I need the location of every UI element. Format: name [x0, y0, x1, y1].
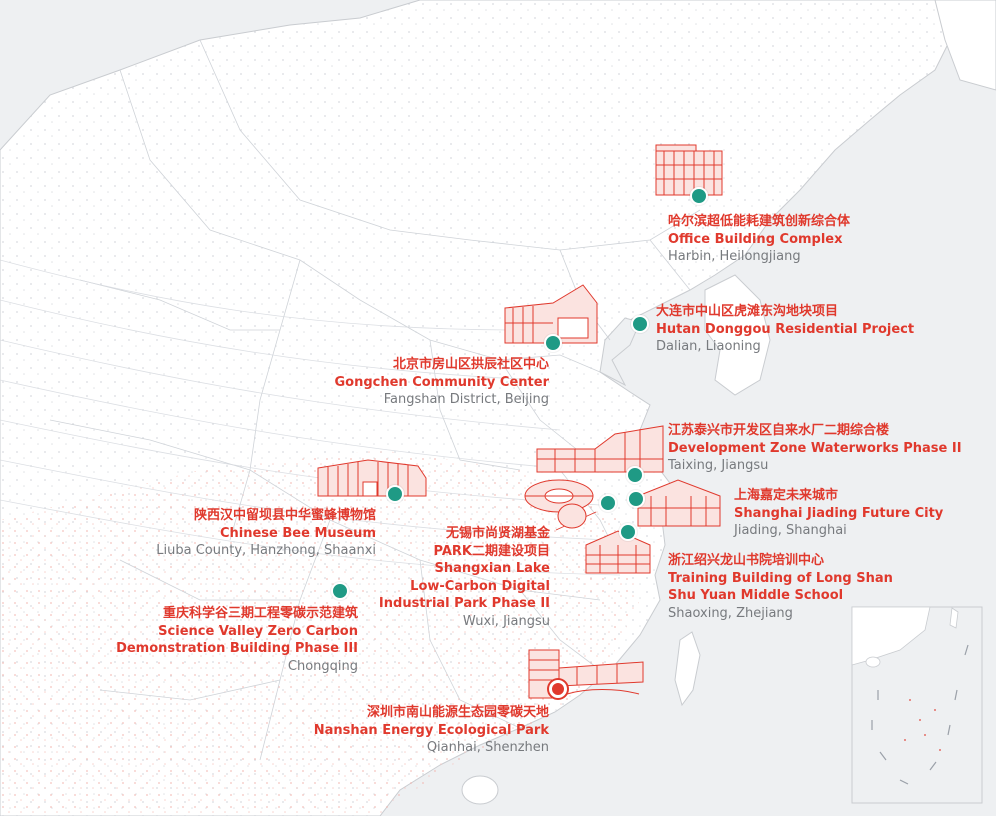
label-shaoxing: 浙江绍兴龙山书院培训中心 Training Building of Long S…	[668, 552, 893, 622]
marker-shenzhen[interactable]	[549, 680, 567, 698]
province-borders	[49, 39, 701, 761]
project-name-en: Shanghai Jiading Future City	[734, 505, 944, 521]
marker-beijing[interactable]	[544, 334, 562, 352]
project-name-cn: 重庆科学谷三期工程零碳示范建筑	[162, 606, 358, 621]
hainan-island	[461, 775, 499, 805]
beijing-building-illustration	[504, 284, 598, 344]
bee-museum-building-illustration	[317, 459, 427, 497]
inset-taiwan	[949, 607, 959, 629]
shaoxing-building-illustration	[585, 530, 651, 574]
project-location: Harbin, Heilongjiang	[668, 249, 801, 264]
east-land	[934, 0, 996, 91]
shenzhen-building-illustration	[528, 649, 644, 699]
project-name-en: Development Zone Waterworks Phase II	[668, 440, 962, 456]
project-name-cn-line2: PARK二期建设项目	[433, 543, 550, 559]
project-name-cn: 深圳市南山能源生态园零碳天地	[366, 705, 549, 720]
label-chongqing: 重庆科学谷三期工程零碳示范建筑 Science Valley Zero Carb…	[116, 605, 358, 675]
project-name-en-line2: Low-Carbon Digital	[410, 578, 550, 594]
project-name-cn: 无锡市尚贤湖基金	[445, 526, 550, 541]
project-name-en: Shangxian Lake	[434, 561, 550, 576]
inset-island	[865, 656, 881, 668]
project-name-cn: 北京市房山区拱辰社区中心	[392, 357, 549, 372]
marker-shanghai[interactable]	[627, 490, 645, 508]
project-location: Qianhai, Shenzhen	[426, 740, 549, 755]
label-beijing: 北京市房山区拱辰社区中心 Gongchen Community Center F…	[334, 356, 549, 409]
inset-islands	[904, 699, 941, 751]
label-shenzhen: 深圳市南山能源生态园零碳天地 Nanshan Energy Ecological…	[314, 704, 549, 757]
project-name-cn: 哈尔滨超低能耗建筑创新综合体	[668, 214, 851, 229]
label-harbin: 哈尔滨超低能耗建筑创新综合体 Office Building Complex H…	[668, 213, 850, 266]
project-location: Dalian, Liaoning	[656, 339, 761, 354]
marker-bee-museum[interactable]	[386, 485, 404, 503]
project-location: Jiading, Shanghai	[734, 523, 847, 538]
wind-lines	[0, 259, 621, 576]
shanghai-building-illustration	[637, 479, 721, 527]
project-name-cn: 上海嘉定未来城市	[734, 488, 839, 503]
project-name-en-line3: Industrial Park Phase II	[378, 596, 550, 611]
marker-wuxi[interactable]	[599, 494, 617, 512]
south-china-sea-inset	[851, 606, 983, 804]
project-name-cn: 江苏泰兴市开发区自来水厂二期综合楼	[668, 423, 890, 438]
marker-taixing[interactable]	[626, 466, 644, 484]
label-bee-museum: 陕西汉中留坝县中华蜜蜂博物馆 Chinese Bee Museum Liuba …	[156, 507, 376, 560]
marker-harbin[interactable]	[690, 187, 708, 205]
project-name-en: Chinese Bee Museum	[219, 525, 376, 541]
label-shanghai: 上海嘉定未来城市 Shanghai Jiading Future City Ji…	[734, 487, 943, 540]
project-name-en-line2: Demonstration Building Phase III	[116, 641, 358, 656]
taiwan-island	[674, 631, 701, 707]
project-name-en: Gongchen Community Center	[334, 374, 549, 390]
project-name-cn: 陕西汉中留坝县中华蜜蜂博物馆	[193, 508, 376, 523]
marker-chongqing[interactable]	[331, 582, 349, 600]
project-name-cn: 大连市中山区虎滩东沟地块项目	[656, 304, 839, 319]
label-dalian: 大连市中山区虎滩东沟地块项目 Hutan Donggou Residential…	[656, 303, 914, 356]
project-location: Chongqing	[287, 658, 358, 674]
project-name-en: Hutan Donggou Residential Project	[656, 321, 915, 337]
korea-peninsula	[704, 274, 771, 396]
project-location: Shaoxing, Zhejiang	[668, 605, 793, 621]
bohai-sea	[599, 317, 641, 387]
inset-coast	[851, 606, 931, 666]
project-name-en-line2: Shu Yuan Middle School	[668, 588, 844, 603]
project-location: Taixing, Jiangsu	[668, 458, 769, 473]
inset-nine-dash-line	[871, 644, 969, 785]
south-highlight-texture	[0, 450, 640, 816]
marker-dalian[interactable]	[631, 315, 649, 333]
label-taixing: 江苏泰兴市开发区自来水厂二期综合楼 Development Zone Water…	[668, 422, 962, 475]
project-name-cn: 浙江绍兴龙山书院培训中心	[668, 553, 825, 568]
project-location: Wuxi, Jiangsu	[462, 613, 550, 629]
wuxi-building-illustration	[524, 479, 594, 529]
project-name-en: Science Valley Zero Carbon	[158, 623, 358, 639]
taixing-building-illustration	[536, 425, 664, 473]
project-location: Fangshan District, Beijing	[383, 392, 549, 407]
label-wuxi: 无锡市尚贤湖基金 PARK二期建设项目 Shangxian Lake Low-C…	[379, 525, 550, 630]
harbin-building-illustration	[655, 144, 723, 196]
project-name-en: Office Building Complex	[668, 231, 843, 247]
marker-shaoxing[interactable]	[619, 523, 637, 541]
project-name-en: Nanshan Energy Ecological Park	[313, 722, 549, 738]
project-name-en: Training Building of Long Shan	[668, 570, 893, 586]
project-location: Liuba County, Hanzhong, Shaanxi	[156, 543, 376, 558]
